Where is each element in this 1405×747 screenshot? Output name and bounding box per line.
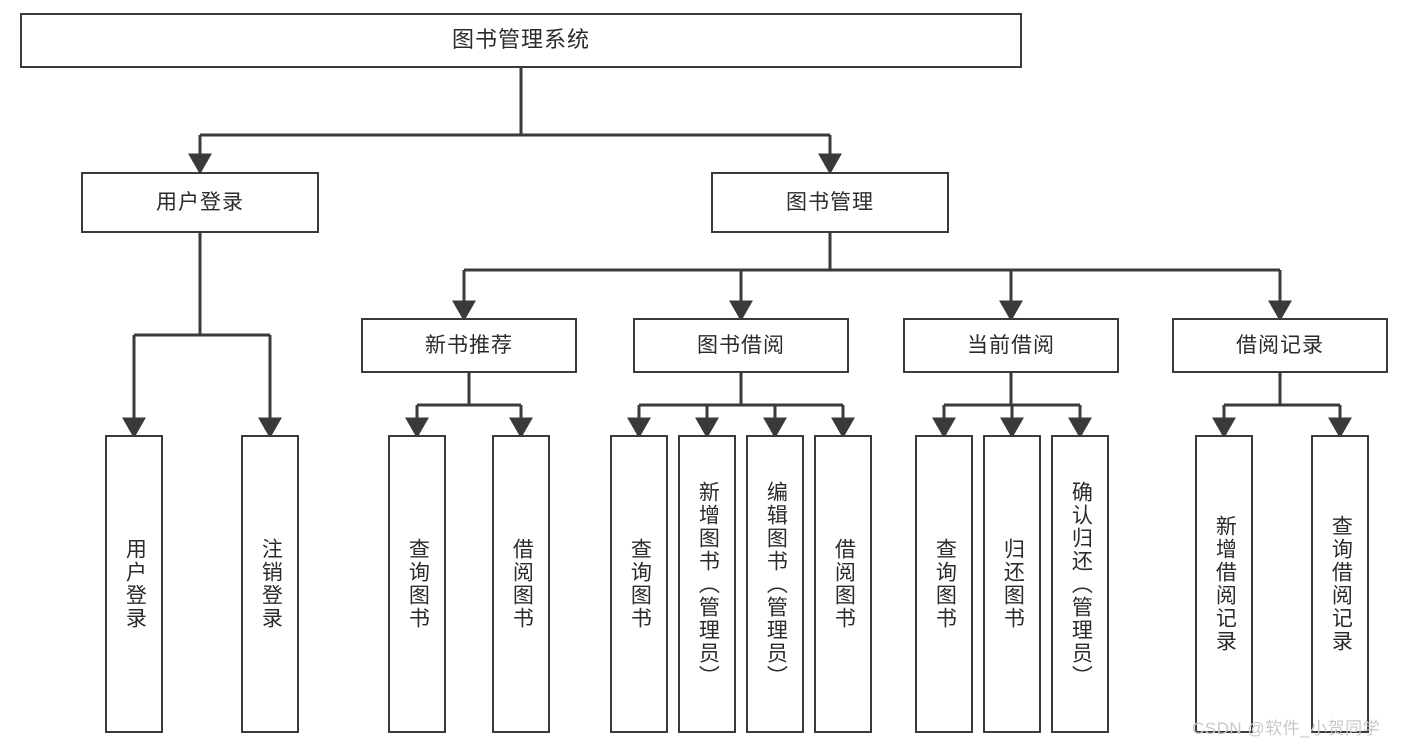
node-label: 当前借阅 [967,333,1055,357]
node-label: 注销登录 [259,538,283,630]
node-borrow-record[interactable]: 借阅记录 [1172,318,1388,373]
node-label: 新增借阅记录 [1213,515,1237,653]
node-label: 用户登录 [156,190,244,214]
node-label: 编辑图书（管理员） [764,480,788,688]
leaf-recommend-borrow-book[interactable]: 借阅图书 [492,435,550,733]
node-current-borrow[interactable]: 当前借阅 [903,318,1119,373]
leaf-borrow-borrow-book[interactable]: 借阅图书 [814,435,872,733]
node-label: 借阅记录 [1236,333,1324,357]
node-label: 确认归还（管理员） [1069,480,1093,688]
leaf-user-login-logout[interactable]: 注销登录 [241,435,299,733]
node-user-login[interactable]: 用户登录 [81,172,319,233]
leaf-user-login-login[interactable]: 用户登录 [105,435,163,733]
leaf-record-add-record[interactable]: 新增借阅记录 [1195,435,1253,733]
node-book-management[interactable]: 图书管理 [711,172,949,233]
node-label: 新书推荐 [425,333,513,357]
node-label: 查询图书 [933,538,957,630]
leaf-current-return-book[interactable]: 归还图书 [983,435,1041,733]
leaf-recommend-query-book[interactable]: 查询图书 [388,435,446,733]
node-label: 查询图书 [406,538,430,630]
node-label: 借阅图书 [510,538,534,630]
node-new-book-recommend[interactable]: 新书推荐 [361,318,577,373]
node-label: 图书管理 [786,190,874,214]
node-label: 查询图书 [628,538,652,630]
node-label: 新增图书（管理员） [696,480,720,688]
csdn-watermark: CSDN @软件_小贺同学 [1192,719,1381,738]
leaf-borrow-add-book-admin[interactable]: 新增图书（管理员） [678,435,736,733]
leaf-borrow-edit-book-admin[interactable]: 编辑图书（管理员） [746,435,804,733]
node-label: 借阅图书 [832,538,856,630]
node-book-borrow[interactable]: 图书借阅 [633,318,849,373]
node-label: 归还图书 [1001,538,1025,630]
node-label: 图书借阅 [697,333,785,357]
node-label: 查询借阅记录 [1329,515,1353,653]
node-label: 图书管理系统 [451,27,590,53]
leaf-current-query-book[interactable]: 查询图书 [915,435,973,733]
node-root-system[interactable]: 图书管理系统 [20,13,1022,68]
leaf-borrow-query-book[interactable]: 查询图书 [610,435,668,733]
node-label: 用户登录 [123,538,147,630]
leaf-record-query-record[interactable]: 查询借阅记录 [1311,435,1369,733]
leaf-current-confirm-return-admin[interactable]: 确认归还（管理员） [1051,435,1109,733]
